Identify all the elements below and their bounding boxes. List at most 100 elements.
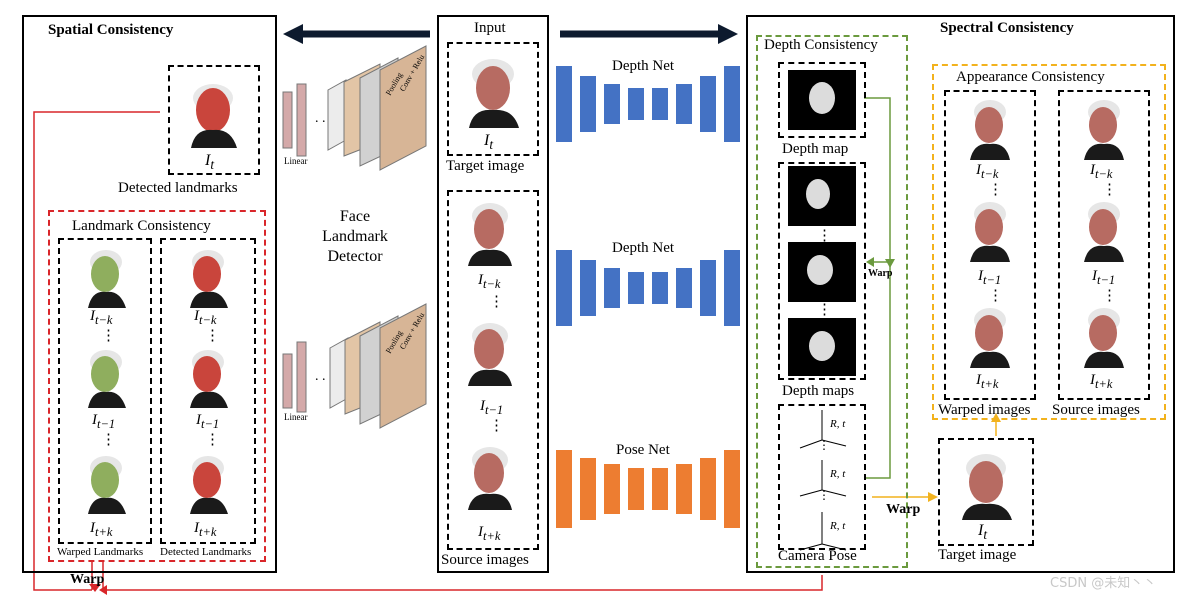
dots-app-source-1: ⋮ (1102, 182, 1117, 198)
app-source-tk-label: It−k (1090, 162, 1113, 181)
depth-maps-caption: Depth maps (782, 383, 855, 399)
spectral-consistency-panel (746, 15, 1175, 573)
depth-maps-image-1 (788, 166, 856, 226)
dots-warped-1: ⋮ (101, 328, 116, 344)
detector-layers-lower: . . . . Pooling Conv + Relu (282, 303, 427, 429)
face-detected-tk (182, 244, 232, 308)
source-images-caption: Source images (1052, 402, 1140, 418)
dots-pose-1: ⋮ (818, 438, 830, 452)
source-t1-label: It−1 (480, 398, 504, 417)
face-source-tk (462, 196, 516, 266)
detected-landmarks-box (168, 65, 260, 175)
dots-app-source-2: ⋮ (1102, 288, 1117, 304)
target-image-box (447, 42, 539, 156)
detected-tk-label: It−k (194, 308, 217, 327)
dots-depth-2: ⋮ (817, 302, 832, 318)
spectral-it-label: It (978, 522, 988, 543)
warped-images-caption: Warped images (938, 402, 1031, 418)
depth-map-caption: Depth map (782, 141, 849, 157)
app-warped-tk-label: It−k (976, 162, 999, 181)
face-warped-tk (80, 244, 130, 308)
dots-app-warped-2: ⋮ (988, 288, 1003, 304)
source-images-column (1058, 90, 1150, 400)
rt-label-2: R, t (830, 468, 846, 480)
dots-source-1: ⋮ (489, 294, 504, 310)
arrow-to-spectral (560, 24, 738, 44)
warped-t1-label: It−1 (92, 412, 116, 431)
detected-landmarks-col-caption: Detected Landmarks (160, 546, 252, 558)
face-landmark-detector-label: Face Landmark Detector (322, 208, 388, 265)
depth-maps-box (778, 162, 866, 380)
depth-net-2-label: Depth Net (612, 240, 675, 256)
dots-app-warped-1: ⋮ (988, 182, 1003, 198)
face-detected-tpk (182, 450, 232, 514)
face-source-t1 (462, 316, 516, 386)
rt-label-3: R, t (830, 520, 846, 532)
pose-axes (799, 410, 847, 551)
detected-t1-label: It−1 (196, 412, 220, 431)
source-tpk-label: It+k (478, 524, 501, 543)
source-images-box (447, 190, 539, 550)
detector-layers-upper: . . . . Pooling Conv + Relu (282, 45, 427, 171)
watermark: CSDN @未知丶丶 (1050, 576, 1157, 591)
depth-map-image (788, 70, 856, 130)
dots-detected-1: ⋮ (205, 328, 220, 344)
spectral-target-caption: Target image (938, 547, 1017, 563)
input-target-caption: Target image (446, 158, 525, 174)
app-warped-t1-label: It−1 (978, 268, 1002, 287)
face-spectral-target (956, 446, 1016, 520)
detected-tpk-label: It+k (194, 520, 217, 539)
face-detected-t1 (182, 344, 232, 408)
face-target-landmarks (185, 74, 241, 148)
input-it-label: It (484, 132, 494, 153)
landmark-consistency-title: Landmark Consistency (72, 218, 211, 234)
depth-maps-image-3 (788, 318, 856, 376)
warped-landmarks-caption: Warped Landmarks (57, 546, 144, 558)
landmark-consistency-box (48, 210, 266, 562)
dots-depth-1: ⋮ (817, 228, 832, 244)
camera-pose-box (778, 404, 866, 550)
app-source-tpk-label: It+k (1090, 372, 1113, 391)
spatial-consistency-panel (22, 15, 277, 573)
face-app-warped-tk (964, 94, 1014, 160)
linear-label-upper: Linear (284, 156, 308, 166)
detected-landmarks-caption: Detected landmarks (118, 180, 238, 196)
source-tk-label: It−k (478, 272, 501, 291)
warped-landmarks-column (58, 238, 152, 544)
input-source-caption: Source images (441, 552, 529, 568)
rt-label-1: R, t (830, 418, 846, 430)
appearance-consistency-title: Appearance Consistency (956, 69, 1105, 85)
red-warp-connector (33, 111, 823, 591)
spectral-warp-label: Warp (886, 502, 921, 517)
face-warped-tpk (80, 450, 130, 514)
app-source-t1-label: It−1 (1092, 268, 1116, 287)
face-app-source-t1 (1078, 196, 1128, 262)
warped-tk-label: It−k (90, 308, 113, 327)
input-panel (437, 15, 549, 573)
depth-consistency-box (756, 35, 908, 568)
pose-net-label: Pose Net (616, 442, 670, 458)
depth-net-2 (556, 250, 746, 326)
camera-pose-caption: Camera Pose (778, 548, 857, 564)
linear-label-lower: Linear (284, 412, 308, 422)
face-app-warped-tpk (964, 302, 1014, 368)
depth-map-box (778, 62, 866, 138)
depth-net-1 (556, 66, 746, 142)
arrow-to-spatial (283, 24, 430, 44)
spectral-title: Spectral Consistency (940, 20, 1074, 36)
face-source-tpk (462, 440, 516, 510)
target-it-label-spatial: It (205, 152, 215, 173)
depth-maps-image-2 (788, 242, 856, 302)
pose-net (556, 450, 746, 528)
face-target-input (463, 50, 523, 128)
appearance-consistency-box (932, 64, 1166, 420)
spectral-target-box (938, 438, 1034, 546)
yellow-warp-connector (872, 420, 997, 498)
detected-landmarks-column (160, 238, 256, 544)
depth-net-1-label: Depth Net (612, 58, 675, 74)
dots-source-2: ⋮ (489, 418, 504, 434)
face-app-source-tpk (1078, 302, 1128, 368)
depth-consistency-title: Depth Consistency (764, 37, 878, 53)
app-warped-tpk-label: It+k (976, 372, 999, 391)
